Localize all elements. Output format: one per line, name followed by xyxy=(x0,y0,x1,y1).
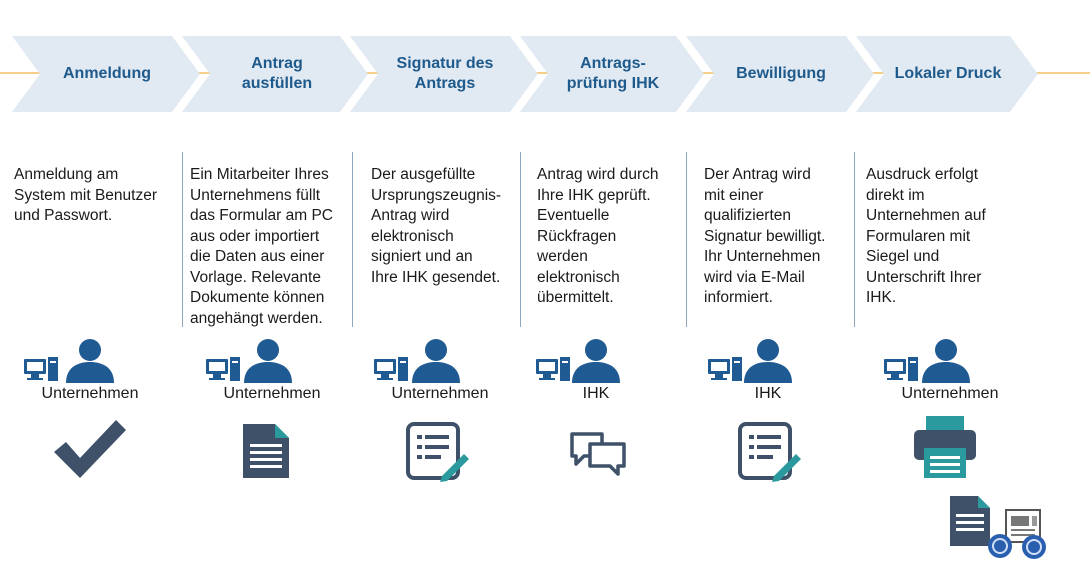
person-icon xyxy=(572,339,620,383)
seal-icon xyxy=(988,534,1046,559)
column-divider xyxy=(352,152,353,327)
checkmark-icon xyxy=(54,420,126,478)
actor-icon-6 xyxy=(884,339,970,383)
form-sign-icon xyxy=(738,422,801,482)
chevron-step-3 xyxy=(350,36,538,112)
certificate-icon xyxy=(1005,509,1041,543)
column-divider xyxy=(854,152,855,327)
computer-icon xyxy=(884,357,918,381)
step-title-5: Bewilligung xyxy=(736,65,826,82)
chevron-step-2 xyxy=(182,36,368,112)
computer-icon xyxy=(708,357,742,381)
chevron-step-4 xyxy=(520,36,704,112)
chat-bubbles-icon xyxy=(570,432,626,476)
step-description-2: Ein Mitarbeiter Ihres Unternehmens füllt… xyxy=(190,166,333,327)
person-icon xyxy=(922,339,970,383)
chevron-step-5 xyxy=(686,36,874,112)
actor-label-5: IHK xyxy=(754,385,782,402)
actor-label-3: Unternehmen xyxy=(391,385,489,402)
actor-label-4: IHK xyxy=(582,385,610,402)
actor-label-2: Unternehmen xyxy=(223,385,321,402)
process-timeline-line xyxy=(0,72,1090,74)
column-divider xyxy=(520,152,521,327)
computer-icon xyxy=(536,357,570,381)
chevron-step-1 xyxy=(12,36,200,112)
form-sign-icon xyxy=(406,422,469,482)
computer-icon xyxy=(24,357,58,381)
computer-icon xyxy=(206,357,240,381)
person-icon xyxy=(412,339,460,383)
step-title-6: Lokaler Druck xyxy=(894,65,1002,82)
process-chevrons xyxy=(12,36,1038,112)
column-divider xyxy=(182,152,183,327)
step-description-6: Ausdruck erfolgt direkt im Unternehmen a… xyxy=(866,166,986,306)
step-title-4: Antrags- prüfung IHK xyxy=(566,55,660,92)
step-title-2: Antrag ausfüllen xyxy=(241,55,313,92)
step-description-3: Der ausgefüllte Ursprungszeugnis- Antrag… xyxy=(371,166,502,286)
step-description-4: Antrag wird durch Ihre IHK geprüft. Even… xyxy=(537,166,659,306)
step-title-1: Anmeldung xyxy=(63,65,151,82)
printer-icon xyxy=(914,416,976,478)
pencil-icon xyxy=(440,454,469,482)
printed-certificates-icon xyxy=(950,496,1046,559)
person-icon xyxy=(244,339,292,383)
document-icon xyxy=(243,424,289,478)
step-description-1: Anmeldung am System mit Benutzer und Pas… xyxy=(14,166,157,224)
actor-icon-3 xyxy=(374,339,460,383)
chevron-step-6 xyxy=(856,36,1038,112)
actor-icon-5 xyxy=(708,339,792,383)
actor-label-6: Unternehmen xyxy=(901,385,999,402)
computer-icon xyxy=(374,357,408,381)
document-icon xyxy=(950,496,990,546)
pencil-icon xyxy=(772,454,801,482)
actor-label-1: Unternehmen xyxy=(41,385,139,402)
person-icon xyxy=(66,339,114,383)
column-divider xyxy=(686,152,687,327)
step-title-3: Signatur des Antrags xyxy=(396,55,494,92)
actor-icon-1 xyxy=(24,339,114,383)
step-description-5: Der Antrag wird mit einer qualifizierten… xyxy=(704,166,826,306)
person-icon xyxy=(744,339,792,383)
actor-icon-4 xyxy=(536,339,620,383)
actor-icon-2 xyxy=(206,339,292,383)
